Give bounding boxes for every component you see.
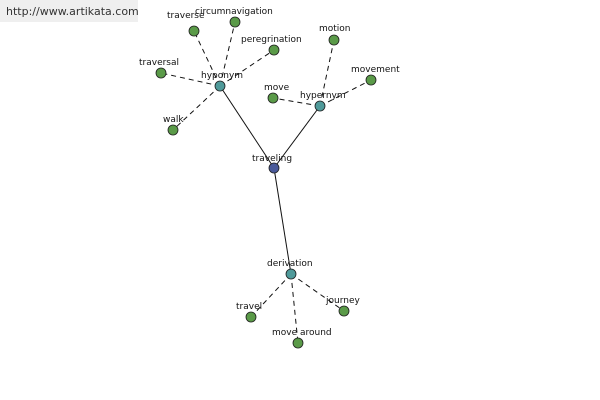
- edge-hypernym-motion: [319, 39, 335, 107]
- leaf-node-dot: [365, 74, 377, 86]
- edge-derivation-travel: [250, 273, 292, 318]
- leaf-node-journey[interactable]: journey: [325, 296, 360, 317]
- leaf-node-motion[interactable]: motion: [319, 24, 351, 46]
- leaf-node-label: traverse: [167, 11, 205, 21]
- center-node-label: traveling: [252, 154, 292, 164]
- edge-hyponym-traverse: [193, 30, 221, 87]
- relation-node-dot: [214, 80, 226, 92]
- leaf-node-dot: [328, 34, 340, 46]
- leaf-node-move[interactable]: move: [264, 83, 290, 104]
- relation-node-hypernym[interactable]: hypernym: [300, 91, 346, 112]
- center-node-dot: [268, 162, 280, 174]
- edge-derivation-move-around: [290, 273, 299, 344]
- relation-edges: [219, 85, 321, 275]
- leaf-node-label: motion: [319, 24, 351, 34]
- edge-hyponym-circumnavigation: [219, 21, 236, 87]
- relation-node-dot: [285, 268, 297, 280]
- leaf-node-label: circumnavigation: [195, 7, 273, 17]
- leaf-node-move-around[interactable]: move around: [272, 328, 332, 349]
- leaf-node-walk[interactable]: walk: [163, 115, 184, 136]
- edge-traveling-hypernym: [273, 105, 321, 169]
- edge-traveling-hyponym: [219, 85, 275, 169]
- leaf-node-movement[interactable]: movement: [351, 65, 400, 86]
- leaf-node-dot: [292, 337, 304, 349]
- leaf-node-label: travel: [236, 302, 262, 312]
- leaf-node-dot: [338, 305, 350, 317]
- relation-node-label: derivation: [267, 259, 313, 269]
- leaf-node-dot: [245, 311, 257, 323]
- relation-node-dot: [314, 100, 326, 112]
- leaf-node-dot: [155, 67, 167, 79]
- edge-hypernym-movement: [319, 79, 372, 107]
- edge-traveling-derivation: [273, 167, 292, 275]
- relation-node-label: hypernym: [300, 91, 346, 101]
- edge-hyponym-peregrination: [219, 49, 275, 87]
- relation-node-derivation[interactable]: derivation: [267, 259, 313, 280]
- leaf-node-label: move: [264, 83, 290, 93]
- leaf-node-label: walk: [163, 115, 184, 125]
- leaf-node-label: move around: [272, 328, 332, 338]
- edge-hyponym-walk: [172, 85, 221, 131]
- leaf-node-dot: [188, 25, 200, 37]
- watermark-background: [0, 0, 138, 22]
- leaf-node-dot: [267, 92, 279, 104]
- edge-derivation-journey: [290, 273, 345, 312]
- leaf-node-peregrination[interactable]: peregrination: [241, 35, 302, 56]
- edge-hyponym-traversal: [160, 72, 221, 87]
- leaf-node-travel[interactable]: travel: [236, 302, 262, 323]
- leaf-node-label: traversal: [139, 58, 179, 68]
- leaf-node-dot: [229, 16, 241, 28]
- leaf-edges: [160, 21, 372, 344]
- watermark: http://www.artikata.com: [0, 0, 139, 22]
- leaf-node-dot: [268, 44, 280, 56]
- leaf-node-label: journey: [325, 296, 360, 306]
- edge-hypernym-move: [272, 97, 321, 107]
- leaf-node-label: peregrination: [241, 35, 302, 45]
- watermark-text: http://www.artikata.com: [6, 5, 139, 18]
- leaf-node-traversal[interactable]: traversal: [139, 58, 179, 79]
- leaf-node-dot: [167, 124, 179, 136]
- leaf-node-circumnavigation[interactable]: circumnavigation: [195, 7, 273, 28]
- leaf-node-label: movement: [351, 65, 400, 75]
- center-node-traveling[interactable]: traveling: [252, 154, 292, 174]
- relation-node-label: hyponym: [201, 71, 243, 81]
- leaf-node-traverse[interactable]: traverse: [167, 11, 205, 37]
- relation-node-hyponym[interactable]: hyponym: [201, 71, 243, 92]
